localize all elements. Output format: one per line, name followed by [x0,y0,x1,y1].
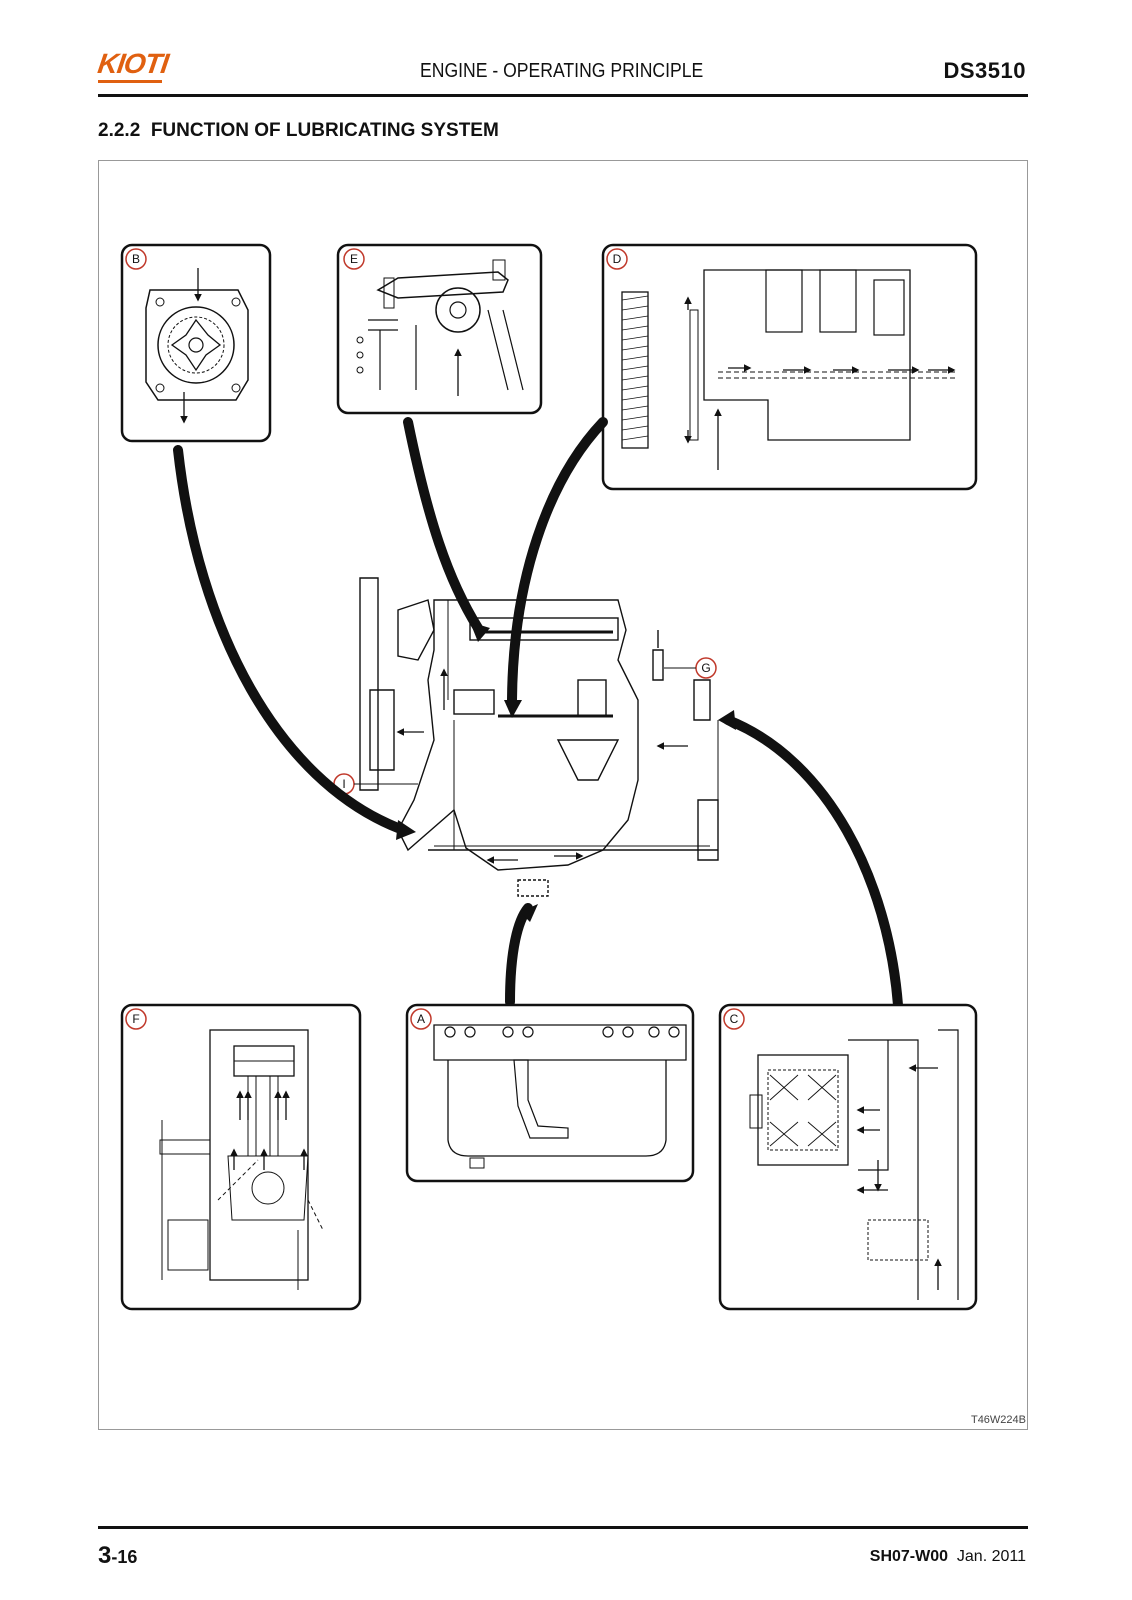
footer-divider [98,1526,1028,1529]
lubricating-system-diagram: B E [120,243,978,1311]
section-heading: 2.2.2 FUNCTION OF LUBRICATING SYSTEM [98,120,499,142]
callout-e: E [350,252,358,266]
figure-reference-code: T46W224B [970,1414,1026,1426]
detail-panel-a: A [405,1003,695,1183]
detail-panel-e: E [336,243,543,415]
logo-underline [98,80,162,83]
detail-panel-c: C [718,1003,978,1311]
kioti-logo: KIOTI [95,48,170,79]
page-number: 3-16 [98,1542,137,1570]
detail-panel-d: D [601,243,978,491]
chapter-number: 3 [98,1542,112,1569]
doc-code-id: SH07-W00 [869,1548,949,1565]
detail-panel-f: F [120,1003,362,1311]
page-header-title: ENGINE - OPERATING PRINCIPLE [420,60,704,82]
header-divider [98,94,1028,97]
doc-date: Jan. 2011 [956,1548,1026,1565]
callout-b: B [132,252,140,266]
engine-oil-flow-arrows [396,668,688,864]
model-name: DS3510 [943,58,1026,83]
document-code: SH07-W00 Jan. 2011 [870,1548,1026,1566]
section-number: 2.2.2 [98,120,141,141]
callout-f: F [132,1012,139,1026]
callout-a: A [417,1012,425,1026]
callout-g: G [701,661,710,675]
section-title: FUNCTION OF LUBRICATING SYSTEM [150,120,499,141]
detail-panel-b: B [120,243,272,443]
callout-c: C [730,1012,739,1026]
callout-d: D [613,252,622,266]
figure-frame [98,160,1028,1430]
callout-i: I [342,777,345,791]
connector-curves [173,417,903,1010]
engine-outline [359,577,719,897]
page-index: -16 [111,1547,138,1567]
